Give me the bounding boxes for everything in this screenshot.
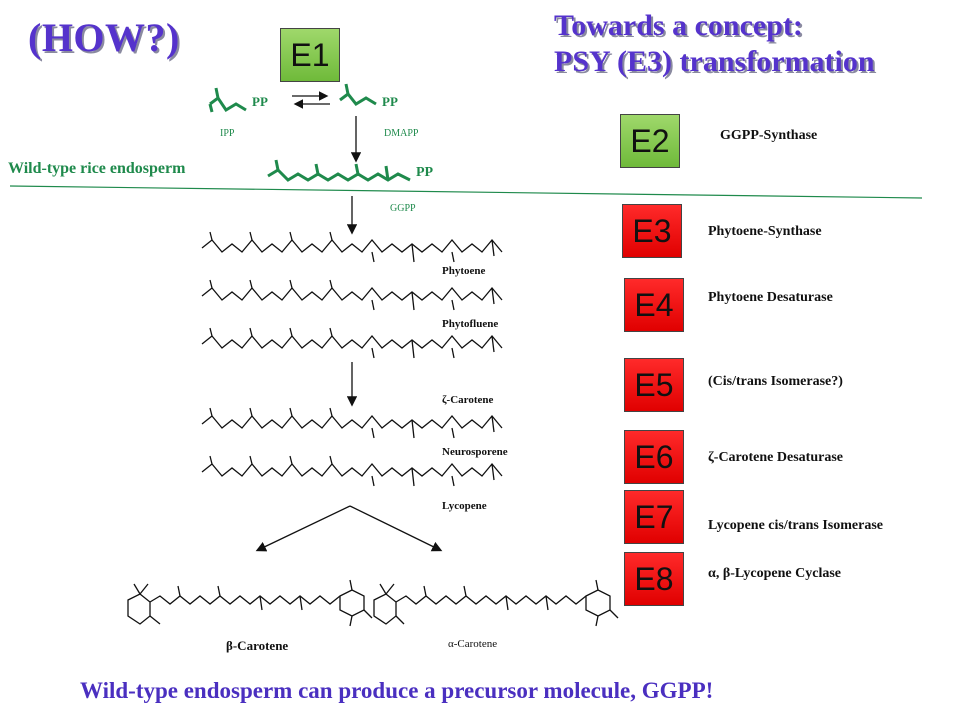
enzyme-name-e4: Phytoene Desaturase bbox=[708, 290, 833, 305]
alpha-carotene-structure bbox=[373, 579, 619, 627]
arrow-to-beta-carotene bbox=[255, 505, 351, 552]
dmapp-structure bbox=[339, 83, 377, 106]
lycopene-structure bbox=[201, 455, 503, 487]
enzyme-name-e6: ζ-Carotene Desaturase bbox=[708, 450, 843, 465]
phytoene-structure bbox=[201, 231, 503, 263]
enzyme-box-e7: E7 bbox=[624, 490, 684, 544]
alpha-carotene-label: α-Carotene bbox=[448, 638, 498, 650]
zeta-carotene-precursor-structure bbox=[201, 327, 503, 359]
beta-carotene-label: β-Carotene bbox=[226, 638, 289, 653]
enzyme-box-e8: E8 bbox=[624, 552, 684, 606]
phytofluene-label: Phytofluene bbox=[442, 318, 499, 330]
dmapp-label: DMAPP bbox=[384, 128, 419, 139]
concept-line-2: PSY (E3) transformation bbox=[554, 45, 875, 78]
ggpp-structure bbox=[267, 159, 411, 182]
enzyme-name-e8: α, β-Lycopene Cyclase bbox=[708, 566, 842, 581]
neurosporene-structure bbox=[201, 407, 503, 439]
ggpp-label: GGPP bbox=[390, 203, 416, 214]
enzyme-box-e3: E3 bbox=[622, 204, 682, 258]
enzyme-box-e4: E4 bbox=[624, 278, 684, 332]
arrow-to-alpha-carotene bbox=[349, 505, 443, 552]
enzyme-name-e3: Phytoene-Synthase bbox=[708, 224, 822, 239]
phytofluene-structure bbox=[201, 279, 503, 311]
enzyme-name-e5: (Cis/trans Isomerase?) bbox=[708, 374, 843, 389]
concept-title: Towards a concept: PSY (E3) transformati… bbox=[554, 8, 875, 80]
pp-label-ggpp: PP bbox=[416, 165, 434, 180]
enzyme-box-e6: E6 bbox=[624, 430, 684, 484]
phytoene-label: Phytoene bbox=[442, 265, 486, 277]
enzyme-box-e2: E2 bbox=[620, 114, 680, 168]
enzyme-name-e7: Lycopene cis/trans Isomerase bbox=[708, 518, 883, 533]
ipp-structure bbox=[208, 87, 247, 113]
ipp-label: IPP bbox=[220, 128, 235, 139]
enzyme-box-e1: E1 bbox=[280, 28, 340, 82]
footer-statement: Wild-type endosperm can produce a precur… bbox=[80, 678, 714, 703]
pp-label-dmapp: PP bbox=[382, 94, 398, 109]
beta-carotene-structure bbox=[127, 579, 373, 627]
wild-type-label: Wild-type rice endosperm bbox=[8, 160, 186, 177]
wild-type-divider bbox=[9, 185, 923, 199]
zeta-carotene-label: ζ-Carotene bbox=[442, 394, 494, 406]
pp-label-ipp: PP bbox=[252, 94, 268, 109]
enzyme-box-e5: E5 bbox=[624, 358, 684, 412]
how-title: (HOW?) bbox=[28, 15, 180, 60]
lycopene-label: Lycopene bbox=[442, 500, 487, 512]
enzyme-name-e2: GGPP-Synthase bbox=[720, 128, 818, 143]
neurosporene-label: Neurosporene bbox=[442, 446, 508, 458]
concept-line-1: Towards a concept: bbox=[554, 9, 803, 42]
